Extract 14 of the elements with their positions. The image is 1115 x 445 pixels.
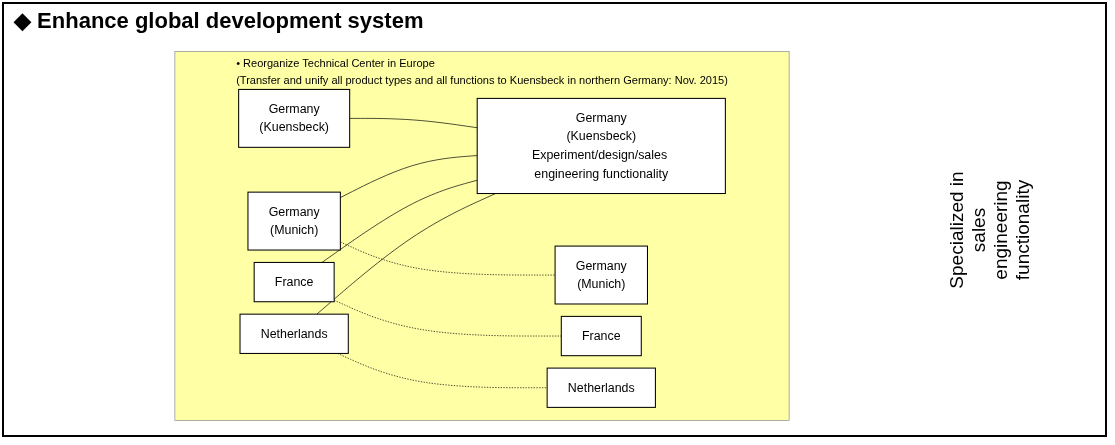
connector: [337, 353, 548, 389]
title: ◆ Enhance global development system: [14, 8, 424, 34]
node-box: France: [253, 261, 335, 303]
node-box: Germany (Kuensbeck) Experiment/design/sales engineering functionality: [476, 97, 726, 195]
connector: [340, 155, 478, 198]
node-box: Germany (Kuensbeck): [238, 88, 351, 148]
node-box: Germany (Munich): [247, 191, 341, 251]
connector: [321, 179, 478, 263]
side-note: Specialized in sales engineering functionality: [946, 170, 1034, 290]
node-box: France: [560, 315, 642, 357]
node-box: Netherlands: [546, 367, 656, 408]
connector: [349, 118, 478, 129]
node-box: Netherlands: [239, 313, 349, 354]
node-box: Germany (Munich): [554, 245, 648, 305]
